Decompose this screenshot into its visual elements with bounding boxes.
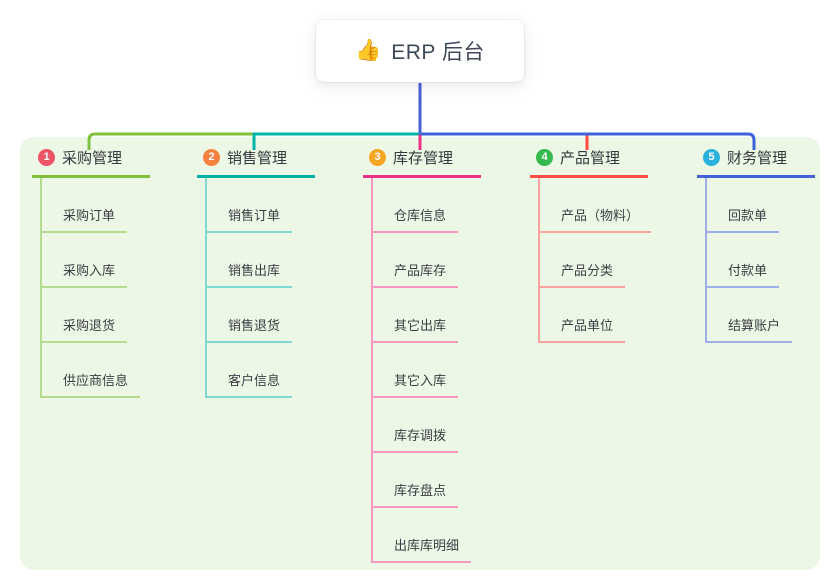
child-node: 采购入库: [42, 233, 150, 288]
child-label[interactable]: 其它出库: [373, 315, 459, 343]
branch-children: 回款单 付款单 结算账户: [705, 178, 815, 343]
child-node: 付款单: [707, 233, 815, 288]
branch-header[interactable]: 1 采购管理: [32, 147, 150, 178]
child-label[interactable]: 产品库存: [373, 260, 459, 288]
child-node: 库存调拨: [373, 398, 481, 453]
branch-children: 采购订单 采购入库 采购退货 供应商信息: [40, 178, 150, 398]
child-node: 结算账户: [707, 288, 815, 343]
child-label[interactable]: 产品分类: [540, 260, 626, 288]
branch-label: 库存管理: [393, 150, 454, 167]
child-label[interactable]: 其它入库: [373, 370, 459, 398]
branch-number-badge: 1: [38, 149, 55, 166]
child-label[interactable]: 产品单位: [540, 315, 626, 343]
branch-label: 销售管理: [227, 150, 288, 167]
branch-children: 仓库信息 产品库存 其它出库 其它入库 库存调拨 库存盘点 出库库明细: [371, 178, 481, 563]
branch-header[interactable]: 5 财务管理: [697, 147, 815, 178]
child-node: 回款单: [707, 178, 815, 233]
child-node: 产品库存: [373, 233, 481, 288]
child-node: 采购订单: [42, 178, 150, 233]
child-node: 供应商信息: [42, 343, 150, 398]
child-node: 销售出库: [207, 233, 315, 288]
child-label[interactable]: 供应商信息: [42, 370, 141, 398]
branch-label: 产品管理: [560, 150, 621, 167]
child-label[interactable]: 库存盘点: [373, 480, 459, 508]
child-label[interactable]: 采购入库: [42, 260, 128, 288]
child-label[interactable]: 销售订单: [207, 205, 293, 233]
child-label[interactable]: 客户信息: [207, 370, 293, 398]
child-label[interactable]: 库存调拨: [373, 425, 459, 453]
child-node: 产品单位: [540, 288, 651, 343]
child-node: 其它出库: [373, 288, 481, 343]
branch-node: 3 库存管理 仓库信息 产品库存 其它出库 其它入库 库存调拨 库存盘点 出库库…: [363, 147, 481, 563]
branch-children: 产品（物料） 产品分类 产品单位: [538, 178, 652, 343]
child-node: 产品（物料）: [540, 178, 652, 233]
child-label[interactable]: 出库库明细: [373, 535, 472, 563]
child-node: 仓库信息: [373, 178, 481, 233]
branch-node: 2 销售管理 销售订单 销售出库 销售退货 客户信息: [197, 147, 315, 398]
root-label: ERP 后台: [391, 41, 485, 64]
child-label[interactable]: 销售出库: [207, 260, 293, 288]
branch-header[interactable]: 3 库存管理: [363, 147, 481, 178]
child-node: 出库库明细: [373, 508, 481, 563]
branch-children: 销售订单 销售出库 销售退货 客户信息: [205, 178, 315, 398]
child-node: 其它入库: [373, 343, 481, 398]
branch-node: 1 采购管理 采购订单 采购入库 采购退货 供应商信息: [32, 147, 150, 398]
child-label[interactable]: 采购退货: [42, 315, 128, 343]
child-node: 采购退货: [42, 288, 150, 343]
child-node: 客户信息: [207, 343, 315, 398]
child-label[interactable]: 付款单: [707, 260, 780, 288]
branch-number-badge: 3: [369, 149, 386, 166]
thumbs-up-icon: 👍: [355, 39, 382, 62]
root-node[interactable]: 👍 ERP 后台: [316, 20, 524, 82]
mindmap-panel: [20, 137, 820, 570]
branch-node: 5 财务管理 回款单 付款单 结算账户: [697, 147, 815, 343]
branch-header[interactable]: 4 产品管理: [530, 147, 648, 178]
child-node: 销售订单: [207, 178, 315, 233]
child-label[interactable]: 回款单: [707, 205, 780, 233]
branch-number-badge: 5: [703, 149, 720, 166]
child-label[interactable]: 结算账户: [707, 315, 793, 343]
child-label[interactable]: 仓库信息: [373, 205, 459, 233]
branch-label: 财务管理: [727, 150, 788, 167]
child-label[interactable]: 采购订单: [42, 205, 128, 233]
child-node: 产品分类: [540, 233, 651, 288]
branch-label: 采购管理: [62, 150, 123, 167]
child-node: 销售退货: [207, 288, 315, 343]
branch-node: 4 产品管理 产品（物料） 产品分类 产品单位: [530, 147, 652, 343]
child-node: 库存盘点: [373, 453, 481, 508]
child-label[interactable]: 产品（物料）: [540, 205, 652, 233]
branch-number-badge: 4: [536, 149, 553, 166]
branch-number-badge: 2: [203, 149, 220, 166]
child-label[interactable]: 销售退货: [207, 315, 293, 343]
branch-header[interactable]: 2 销售管理: [197, 147, 315, 178]
